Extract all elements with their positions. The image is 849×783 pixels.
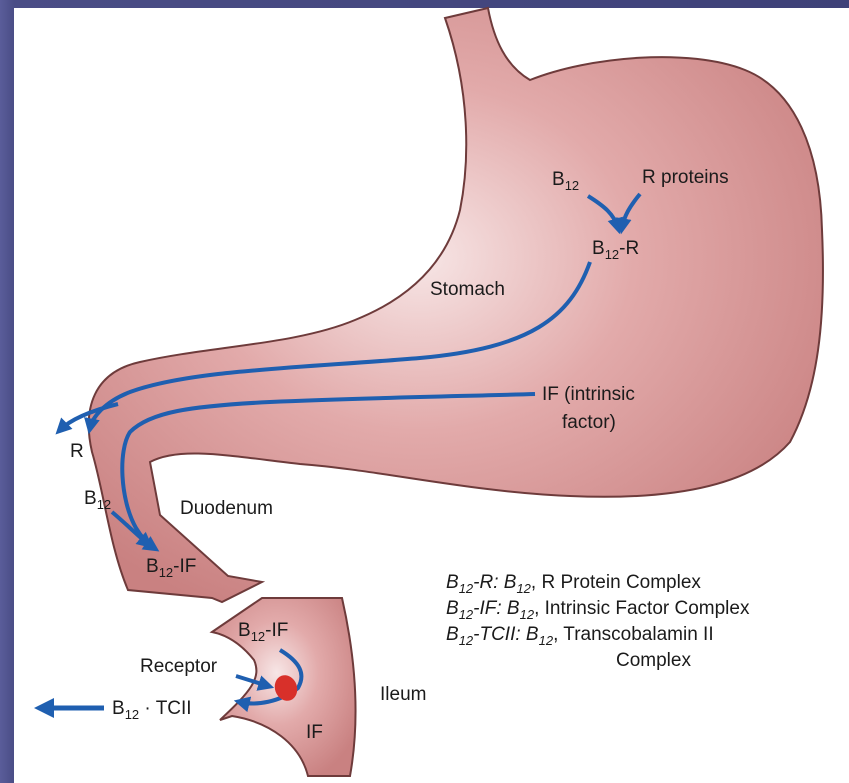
label-r: R — [70, 441, 84, 462]
legend-line-complex: Complex — [616, 650, 691, 671]
label-b12-tcii: B12 · TCII — [112, 698, 192, 722]
label-r-proteins: R proteins — [642, 167, 729, 188]
legend-line-b12-tcii: B12-TCII: B12, Transcobalamin II — [446, 624, 714, 648]
label-if-line1: IF (intrinsic — [542, 384, 635, 405]
legend-line-b12-if: B12-IF: B12, Intrinsic Factor Complex — [446, 598, 750, 622]
label-receptor: Receptor — [140, 656, 218, 677]
legend: B12-R: B12, R Protein Complex B12-IF: B1… — [446, 572, 750, 671]
label-if-ileum: IF — [306, 722, 323, 743]
label-if-line2: factor) — [562, 412, 616, 433]
label-stomach: Stomach — [430, 279, 505, 300]
legend-line-b12-r: B12-R: B12, R Protein Complex — [446, 572, 701, 596]
label-duodenum: Duodenum — [180, 498, 273, 519]
label-ileum: Ileum — [380, 684, 426, 705]
